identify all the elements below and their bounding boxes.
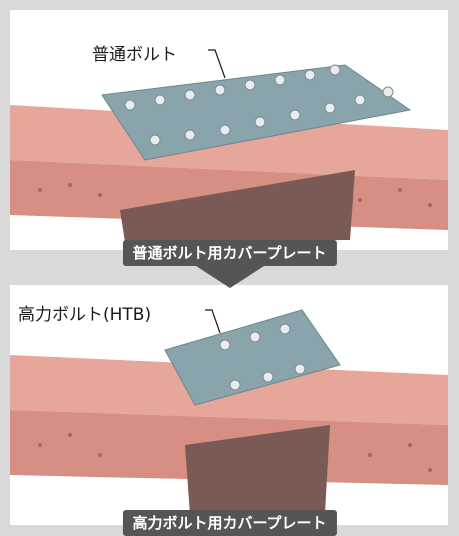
web-splice-plate bbox=[120, 170, 355, 242]
top-caption: 普通ボルト用カバープレート bbox=[122, 240, 337, 266]
bolt-heads bbox=[219, 323, 306, 391]
bottom-caption: 高力ボルト用カバープレート bbox=[122, 510, 337, 536]
top-callout-label: 普通ボルト bbox=[92, 45, 177, 65]
top-panel: 普通ボルト bbox=[10, 10, 448, 250]
cover-plate bbox=[101, 64, 412, 161]
down-arrow-icon bbox=[195, 266, 264, 288]
bolt-heads bbox=[124, 64, 394, 146]
bottom-callout-label: 高力ボルト(HTB) bbox=[18, 305, 152, 325]
top-illustration bbox=[10, 49, 448, 242]
callout-leader bbox=[205, 309, 221, 334]
callout-leader bbox=[208, 49, 226, 79]
web-splice-plate bbox=[185, 425, 330, 515]
cover-plate bbox=[164, 309, 341, 406]
bottom-panel: 高力ボルト(HTB) bbox=[10, 285, 448, 525]
bottom-illustration bbox=[10, 309, 448, 515]
